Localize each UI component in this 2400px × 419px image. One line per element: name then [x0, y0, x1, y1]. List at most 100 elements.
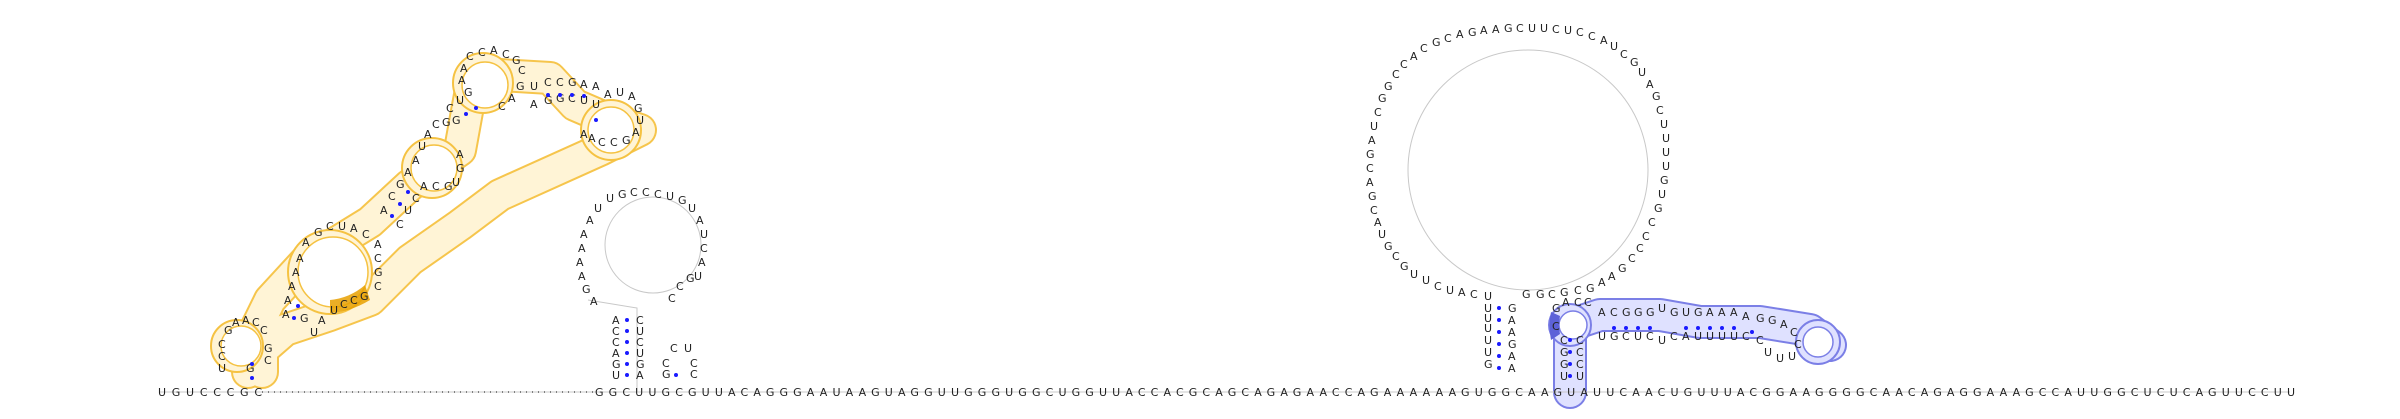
svg-text:G: G — [1630, 56, 1639, 69]
svg-text:U: U — [1638, 66, 1646, 79]
svg-text:A: A — [1374, 216, 1382, 229]
svg-text:C: C — [1648, 216, 1656, 229]
svg-text:U: U — [1610, 40, 1618, 53]
svg-text:A: A — [302, 236, 310, 249]
svg-text:C: C — [544, 76, 552, 89]
svg-text:C: C — [636, 336, 644, 349]
svg-text:C: C — [1392, 68, 1400, 81]
svg-text:A: A — [296, 252, 304, 265]
svg-text:G: G — [1504, 22, 1513, 35]
svg-text:C: C — [1756, 334, 1764, 347]
svg-text:C: C — [598, 136, 606, 149]
svg-text:A: A — [1508, 350, 1516, 363]
svg-text:G: G — [1694, 306, 1703, 319]
svg-text:C: C — [1588, 30, 1596, 43]
svg-text:C: C — [1576, 334, 1584, 347]
svg-text:G: G — [678, 194, 687, 207]
highlight-region-orange — [210, 52, 657, 389]
svg-text:A: A — [1508, 326, 1516, 339]
svg-text:G: G — [516, 80, 525, 93]
svg-text:C: C — [612, 336, 620, 349]
svg-text:C: C — [662, 357, 670, 370]
svg-text:G: G — [224, 324, 233, 337]
svg-text:C: C — [1742, 330, 1750, 343]
svg-text:C: C — [1548, 288, 1556, 301]
svg-text:C: C — [556, 76, 564, 89]
svg-text:G: G — [634, 102, 643, 115]
svg-text:U: U — [1446, 284, 1454, 297]
svg-text:A: A — [636, 369, 644, 382]
svg-text:G: G — [1618, 262, 1627, 275]
svg-text:G: G — [444, 180, 453, 193]
svg-text:G: G — [1378, 92, 1387, 105]
svg-text:A: A — [530, 98, 538, 111]
svg-text:A: A — [578, 242, 586, 255]
svg-text:A: A — [586, 214, 594, 227]
svg-text:C: C — [1516, 22, 1524, 35]
svg-text:C: C — [630, 186, 638, 199]
svg-text:A: A — [1458, 286, 1466, 299]
svg-text:G: G — [1508, 338, 1517, 351]
svg-text:G: G — [512, 54, 521, 67]
svg-text:C: C — [326, 220, 334, 233]
svg-text:A: A — [292, 266, 300, 279]
svg-text:A: A — [592, 80, 600, 93]
svg-text:U: U — [1658, 334, 1666, 347]
svg-text:A: A — [458, 74, 466, 87]
svg-text:A: A — [282, 308, 290, 321]
svg-text:A: A — [404, 166, 412, 179]
svg-text:G: G — [1560, 346, 1569, 359]
svg-text:A: A — [374, 238, 382, 251]
svg-text:G: G — [374, 266, 383, 279]
svg-text:G: G — [1366, 148, 1375, 161]
svg-text:A: A — [1508, 314, 1516, 327]
svg-text:G: G — [464, 86, 473, 99]
svg-text:C: C — [1392, 250, 1400, 263]
svg-text:A: A — [1562, 296, 1570, 309]
svg-text:A: A — [590, 295, 598, 308]
svg-text:U: U — [1598, 330, 1606, 343]
svg-text:U: U — [612, 369, 620, 382]
svg-text:U: U — [330, 304, 338, 317]
svg-text:C: C — [1420, 42, 1428, 55]
svg-text:C: C — [1646, 330, 1654, 343]
svg-text:U: U — [218, 362, 226, 375]
svg-text:U: U — [1658, 302, 1666, 315]
svg-text:A: A — [578, 270, 586, 283]
svg-text:G: G — [1646, 306, 1655, 319]
svg-text:U: U — [1564, 24, 1572, 37]
svg-text:G: G — [1652, 90, 1661, 103]
svg-text:U: U — [1410, 268, 1418, 281]
svg-text:A: A — [460, 62, 468, 75]
svg-text:C: C — [1576, 26, 1584, 39]
svg-text:G: G — [1484, 358, 1493, 371]
svg-text:A: A — [1492, 23, 1500, 36]
svg-text:G: G — [1468, 26, 1477, 39]
svg-text:A: A — [1410, 50, 1418, 63]
svg-text:G: G — [1552, 302, 1561, 315]
svg-text:C: C — [502, 48, 510, 61]
svg-text:U: U — [1484, 346, 1492, 359]
svg-text:U: U — [1660, 118, 1668, 131]
svg-text:C: C — [1628, 252, 1636, 265]
svg-text:U: U — [594, 202, 602, 215]
svg-text:U: U — [1484, 312, 1492, 325]
svg-text:C: C — [670, 342, 678, 355]
svg-text:A: A — [1598, 306, 1606, 319]
svg-text:G: G — [1756, 312, 1765, 325]
svg-text:A: A — [1608, 270, 1616, 283]
svg-text:C: C — [252, 316, 260, 329]
svg-text:C: C — [518, 64, 526, 77]
svg-text:G: G — [456, 162, 465, 175]
svg-text:U: U — [1484, 290, 1492, 303]
svg-text:A: A — [318, 314, 326, 327]
svg-text:G: G — [1670, 306, 1679, 319]
svg-text:A: A — [284, 294, 292, 307]
svg-text:A: A — [350, 222, 358, 235]
svg-text:C: C — [264, 354, 272, 367]
svg-text:C: C — [260, 324, 268, 337]
svg-text:C: C — [362, 228, 370, 241]
svg-text:C: C — [1470, 288, 1478, 301]
